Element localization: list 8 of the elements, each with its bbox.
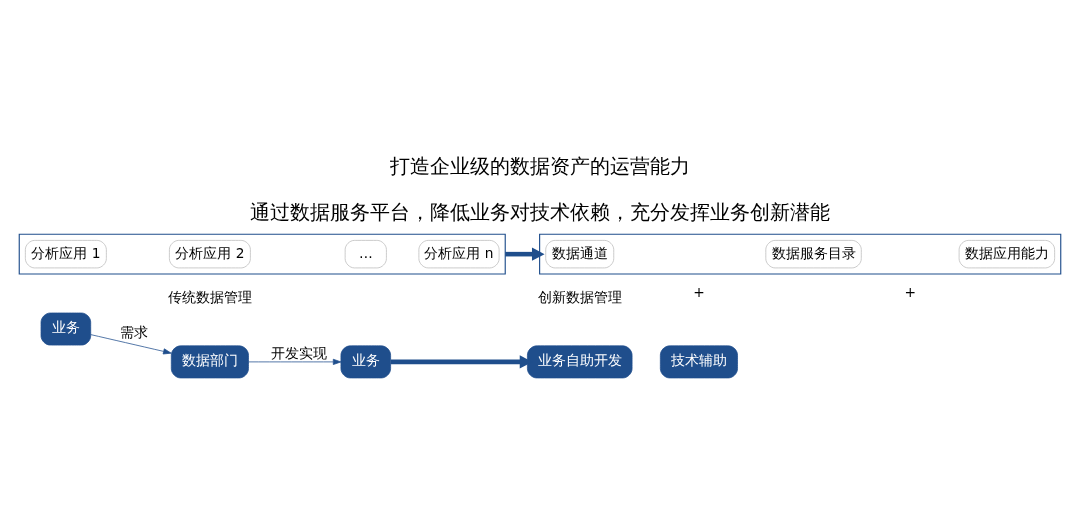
edge-label: 需求 <box>120 323 149 340</box>
diagram-title: 打造企业级的数据资产的运营能力 <box>390 154 690 178</box>
label: 传统数据管理 <box>167 288 252 305</box>
caption: 通过数据服务平台，降低业务对技术依赖，充分发挥业务创新潜能 <box>250 200 830 224</box>
edge-label: 开发实现 <box>271 344 328 361</box>
label: + <box>904 283 916 300</box>
label: + <box>693 283 705 300</box>
label: 创新数据管理 <box>537 288 622 305</box>
